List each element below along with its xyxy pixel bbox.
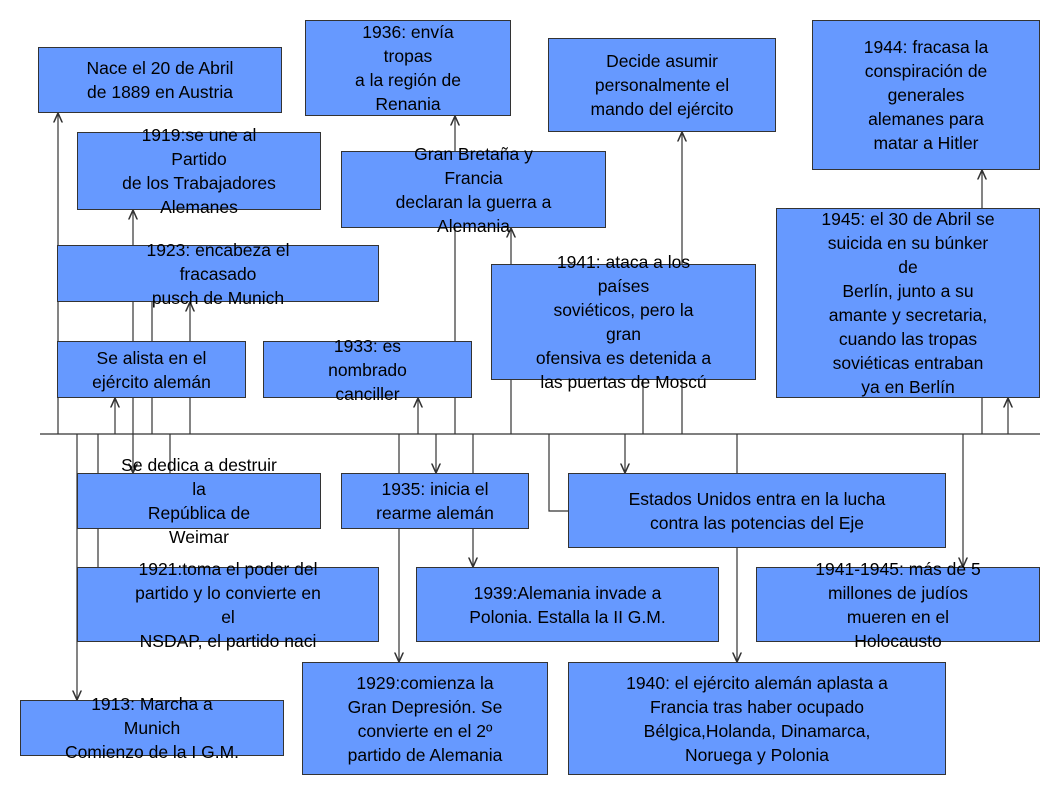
event-eeuu: Estados Unidos entra en la lucha contra … — [568, 473, 946, 548]
event-holocausto: 1941-1945: más de 5 millones de judíos m… — [756, 559, 1040, 651]
connector-eeuu-elbow — [548, 434, 568, 512]
event-1935: 1935: inicia el rearme alemán — [341, 473, 529, 529]
event-1919-text: 1919:se une al Partido de los Trabajador… — [122, 125, 276, 217]
event-1935-text: 1935: inicia el rearme alemán — [376, 479, 494, 523]
event-1945: 1945: el 30 de Abril se suicida en su bú… — [776, 208, 1040, 398]
event-1889: Nace el 20 de Abril de 1889 en Austria — [38, 47, 282, 113]
event-1941-text: 1941: ataca a los países soviéticos, per… — [535, 252, 712, 392]
event-1923-text: 1923: encabeza el fracasado pusch de Mun… — [146, 239, 290, 308]
event-1921-text: 1921:toma el poder del partido y lo conv… — [135, 558, 321, 651]
event-1913-text: 1913: Marcha a Munich Comienzo de la I G… — [64, 694, 240, 762]
event-1929-text: 1929:comienza la Gran Depresión. Se conv… — [347, 672, 503, 765]
event-1919: 1919:se une al Partido de los Trabajador… — [77, 125, 321, 217]
event-1940-text: 1940: el ejército alemán aplasta a Franc… — [626, 672, 888, 765]
event-alista-text: Se alista en el ejército alemán — [92, 347, 211, 392]
event-1929: 1929:comienza la Gran Depresión. Se conv… — [302, 662, 548, 775]
event-1923: 1923: encabeza el fracasado pusch de Mun… — [57, 240, 379, 308]
event-1921: 1921:toma el poder del partido y lo conv… — [77, 559, 379, 651]
event-holocausto-text: 1941-1945: más de 5 millones de judíos m… — [815, 558, 981, 651]
event-mando-text: Decide asumir personalmente el mando del… — [590, 51, 734, 119]
event-1936: 1936: envía tropas a la región de Renani… — [305, 20, 511, 116]
event-mando: Decide asumir personalmente el mando del… — [548, 38, 776, 132]
event-alista: Se alista en el ejército alemán — [57, 341, 246, 398]
event-1939: 1939:Alemania invade a Polonia. Estalla … — [416, 567, 719, 642]
event-weimar-text: Se dedica a destruir la República de Wei… — [121, 455, 277, 547]
event-1944-text: 1944: fracasa la conspiración de general… — [863, 37, 989, 153]
event-eeuu-text: Estados Unidos entra en la lucha contra … — [628, 488, 886, 533]
event-1889-text: Nace el 20 de Abril de 1889 en Austria — [86, 58, 234, 102]
event-1945-text: 1945: el 30 de Abril se suicida en su bú… — [821, 209, 995, 397]
event-1944: 1944: fracasa la conspiración de general… — [812, 20, 1040, 170]
event-1933: 1933: es nombrado canciller — [263, 336, 472, 404]
event-1913: 1913: Marcha a Munich Comienzo de la I G… — [20, 694, 284, 762]
event-1940: 1940: el ejército alemán aplasta a Franc… — [568, 662, 946, 775]
event-guerra-text: Gran Bretaña y Francia declaran la guerr… — [395, 143, 552, 236]
event-1941: 1941: ataca a los países soviéticos, per… — [491, 252, 756, 392]
event-guerra: Gran Bretaña y Francia declaran la guerr… — [341, 144, 606, 236]
event-1936-text: 1936: envía tropas a la región de Renani… — [354, 22, 462, 114]
event-1933-text: 1933: es nombrado canciller — [328, 335, 407, 404]
event-1939-text: 1939:Alemania invade a Polonia. Estalla … — [469, 582, 666, 627]
event-weimar: Se dedica a destruir la República de Wei… — [77, 455, 321, 547]
